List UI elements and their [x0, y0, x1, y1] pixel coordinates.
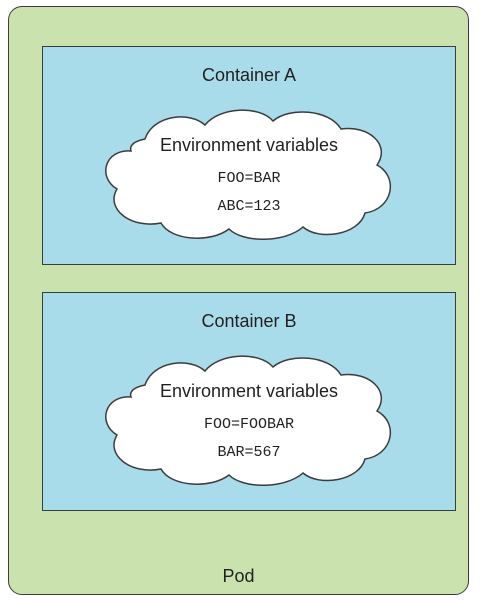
- env-var-foo: FOO=BAR: [217, 170, 281, 187]
- container-b-title: Container B: [201, 311, 297, 331]
- cloud-shape: [105, 355, 392, 486]
- pod-box: Container A Environment variables FOO=BA…: [8, 6, 469, 595]
- cloud-shape: [105, 109, 392, 240]
- container-a-title: Container A: [201, 65, 297, 85]
- env-heading: Environment variables: [159, 381, 339, 401]
- container-a-env-cloud: Environment variables FOO=BAR ABC=123: [97, 105, 401, 241]
- container-b-env-cloud: Environment variables FOO=FOOBAR BAR=567: [97, 351, 401, 487]
- env-heading: Environment variables: [159, 135, 339, 155]
- env-var-abc: ABC=123: [217, 198, 281, 215]
- pod-label: Pod: [222, 566, 255, 586]
- container-b-box: Container B Environment variables FOO=FO…: [42, 292, 456, 511]
- container-a-box: Container A Environment variables FOO=BA…: [42, 46, 456, 265]
- env-var-foo: FOO=FOOBAR: [203, 416, 294, 433]
- env-var-bar: BAR=567: [217, 444, 281, 461]
